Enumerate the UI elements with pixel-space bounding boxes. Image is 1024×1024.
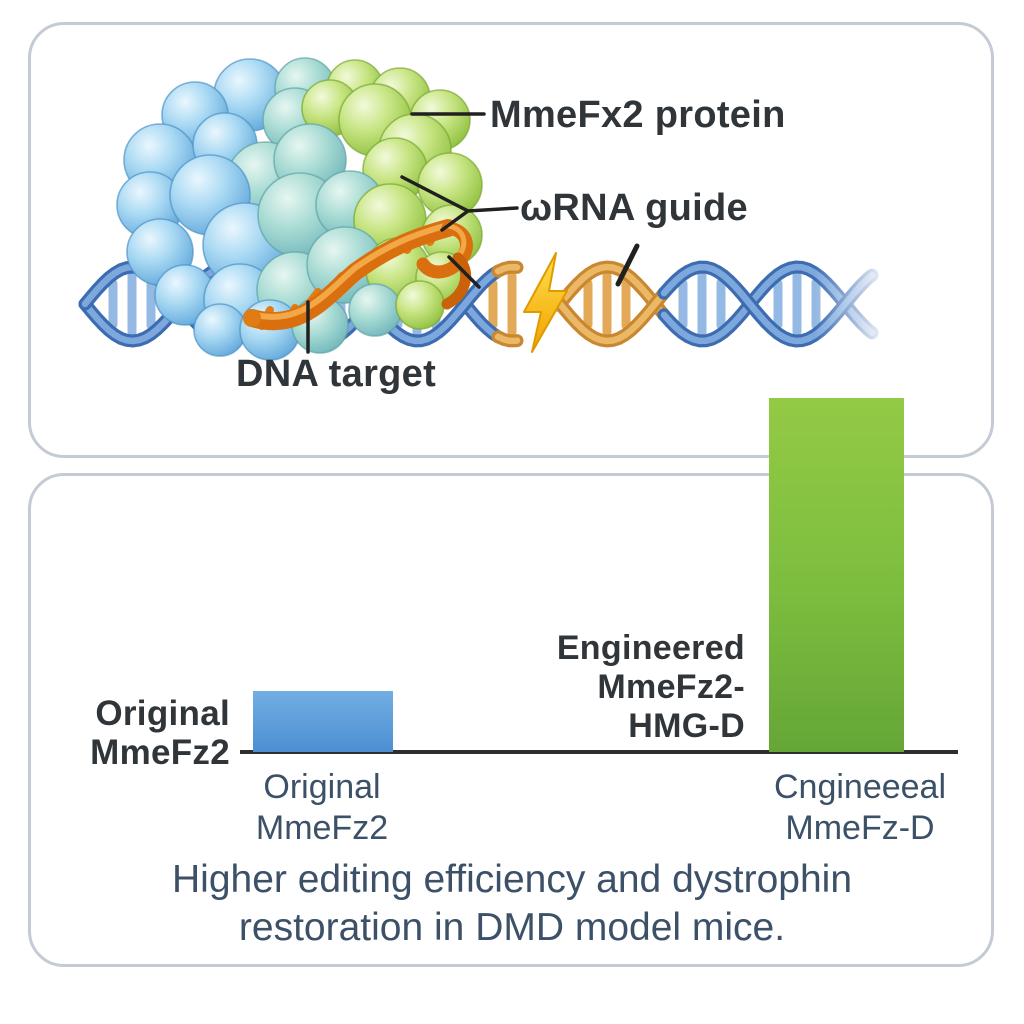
right-bar-side-label: Engineered MmeFz2- HMG-D: [556, 629, 745, 745]
protein-label: MmeFx2 protein: [490, 94, 786, 136]
chart-baseline: [240, 750, 958, 754]
bar-original-mmefz2: [253, 691, 393, 752]
bar-engineered-mmefz2-hmg-d: [769, 398, 904, 752]
dna-target-label: DNA target: [236, 353, 437, 395]
caption-line-1: Higher editing efficiency and dystrophin: [171, 858, 853, 901]
mechanism-panel: [28, 22, 994, 458]
rna-guide-label: ωRNA guide: [520, 187, 748, 229]
x-tick-original: Original MmeFz2: [255, 768, 389, 847]
left-bar-side-label: Original MmeFz2: [90, 694, 230, 772]
x-tick-engineered: Cngineeeal MmeFz-D: [773, 768, 947, 847]
chart-caption: Higher editing efficiency and dystrophin…: [92, 856, 932, 952]
caption-line-2: restoration in DMD model mice.: [238, 906, 786, 949]
